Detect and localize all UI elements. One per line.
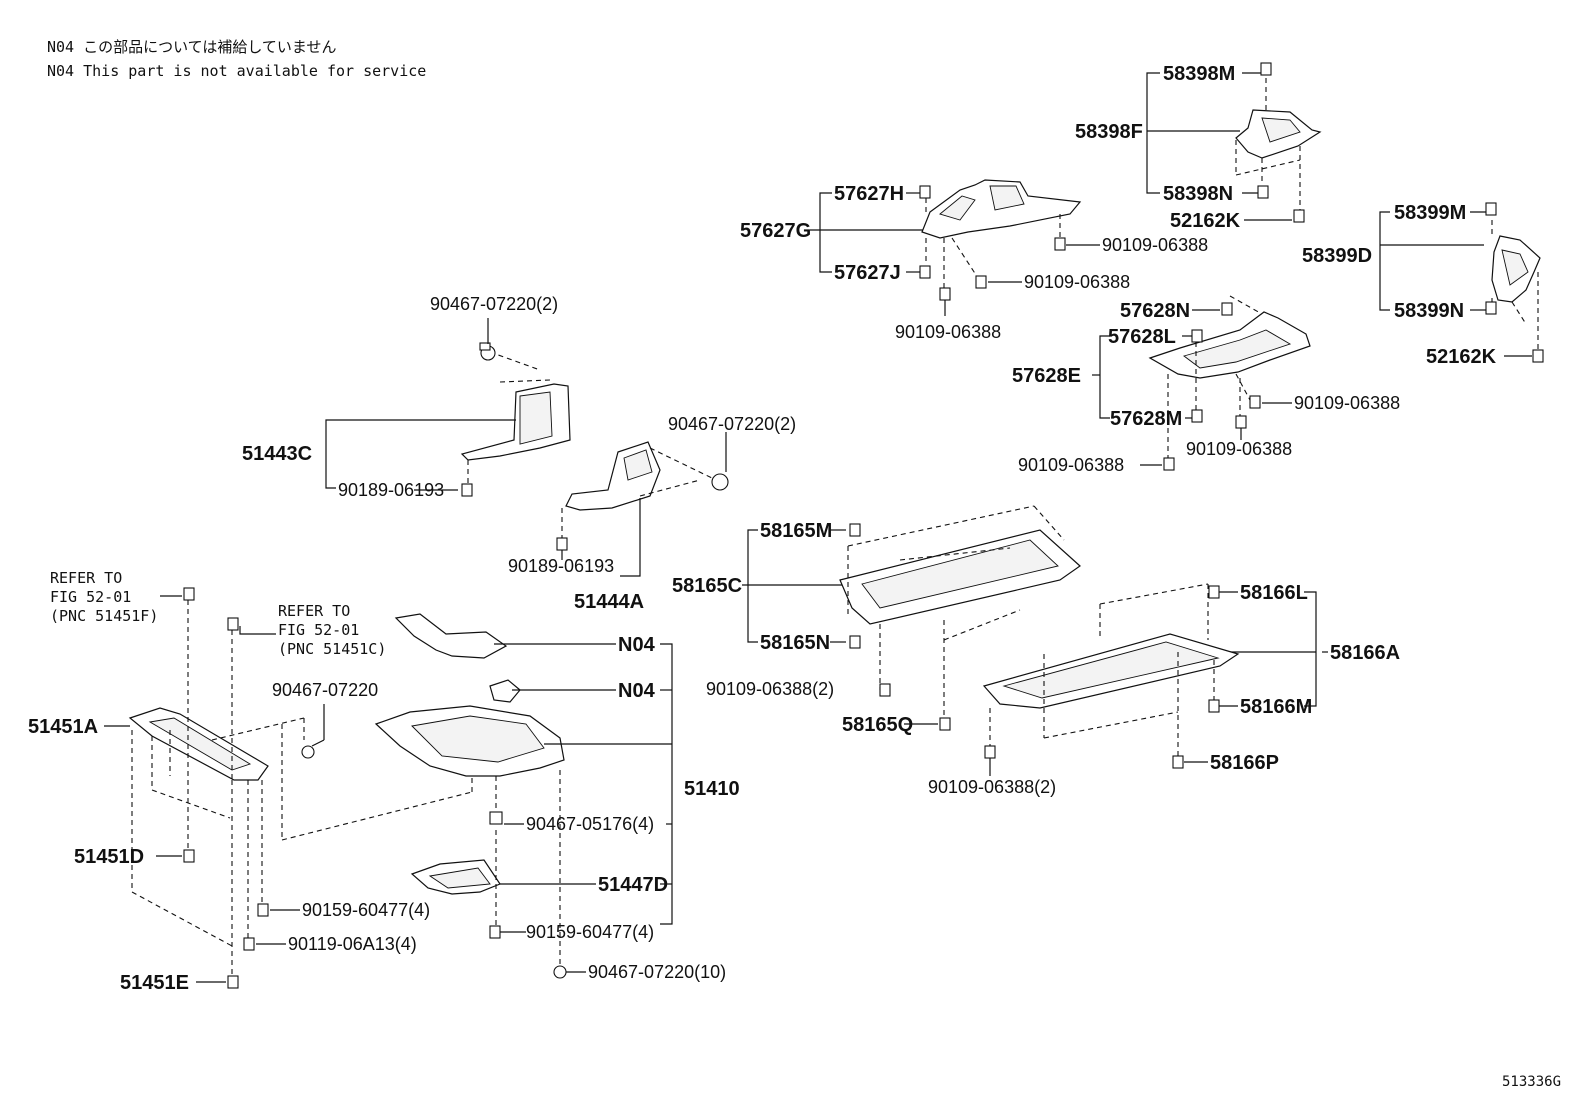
label-58399M: 58399M [1394, 202, 1466, 224]
label-57628M: 57628M [1110, 408, 1182, 430]
label-58166M: 58166M [1240, 696, 1312, 718]
label-90109-h: 90109-06388(2) [928, 777, 1056, 797]
label-58399D: 58399D [1302, 245, 1372, 267]
group-58398F: 58398M 58398F 58398N 52162K [1075, 62, 1322, 232]
label-90159-a: 90159-60477(4) [302, 900, 430, 920]
refer-2-line1: REFER TO [278, 602, 350, 620]
group-58166A: 58166L 58166A 58166M 58166P 90109-06388(… [928, 582, 1400, 797]
label-58165M: 58165M [760, 520, 832, 542]
label-58166A: 58166A [1330, 642, 1400, 664]
label-n04-a: N04 [618, 634, 656, 656]
label-n04-b: N04 [618, 680, 656, 702]
label-51447D: 51447D [598, 874, 668, 896]
note-japanese: N04 この部品については補給していません [47, 38, 336, 56]
part-n04-a-shape [394, 613, 508, 659]
label-51451D: 51451D [74, 846, 144, 868]
label-90467-b: 90467-07220(2) [668, 414, 796, 434]
part-n04-b-shape [489, 679, 521, 703]
label-58399N: 58399N [1394, 300, 1464, 322]
label-58165N: 58165N [760, 632, 830, 654]
group-51444A: 90467-07220(2) 90189-06193 51444A [508, 414, 796, 613]
label-58398F: 58398F [1075, 121, 1143, 143]
label-90159-b: 90159-60477(4) [526, 922, 654, 942]
label-51444A: 51444A [574, 591, 644, 613]
label-51451E: 51451E [120, 972, 189, 994]
label-90119: 90119-06A13(4) [288, 934, 417, 954]
figure-code: 513336G [1502, 1074, 1561, 1090]
label-57627G: 57627G [740, 220, 811, 242]
group-58399D: 58399M 58399D 58399N 52162K [1302, 202, 1544, 368]
label-58398N: 58398N [1163, 183, 1233, 205]
group-57627G: 57627H 57627G 57627J 90109-06388 90109-0… [740, 179, 1208, 342]
label-57628L: 57628L [1108, 326, 1176, 348]
label-51451A: 51451A [28, 716, 98, 738]
group-58165C: 58165M 58165C 58165N 90109-06388(2) 5816… [672, 505, 1081, 736]
refer-1-line2: FIG 52-01 [50, 588, 131, 606]
label-58165Q: 58165Q [842, 714, 913, 736]
label-90467-d: 90467-05176(4) [526, 814, 654, 834]
label-90189-a: 90189-06193 [338, 480, 444, 500]
label-58166P: 58166P [1210, 752, 1279, 774]
label-90109-g: 90109-06388(2) [706, 679, 834, 699]
group-51410: REFER TO FIG 52-01 (PNC 51451F) REFER TO… [28, 569, 740, 994]
group-57628E: 57628N 57628L 57628E 57628M 90109-06388 … [1012, 295, 1400, 475]
label-58166L: 58166L [1240, 582, 1308, 604]
label-90467-a: 90467-07220(2) [430, 294, 558, 314]
label-58398M: 58398M [1163, 63, 1235, 85]
label-90109-c: 90109-06388 [895, 322, 1001, 342]
label-90109-a: 90109-06388 [1102, 235, 1208, 255]
group-51443C: 90467-07220(2) 51443C 90189-06193 [242, 294, 571, 500]
refer-2-line2: FIG 52-01 [278, 621, 359, 639]
label-57628N: 57628N [1120, 300, 1190, 322]
part-51443C-shape [460, 383, 571, 461]
label-52162K-b: 52162K [1426, 346, 1497, 368]
label-90467-e: 90467-07220(10) [588, 962, 726, 982]
label-51443C: 51443C [242, 443, 312, 465]
refer-1-line3: (PNC 51451F) [50, 607, 158, 625]
label-52162K-a: 52162K [1170, 210, 1241, 232]
refer-1-line1: REFER TO [50, 569, 122, 587]
label-90189-b: 90189-06193 [508, 556, 614, 576]
label-57627J: 57627J [834, 262, 901, 284]
label-58165C: 58165C [672, 575, 742, 597]
label-57627H: 57627H [834, 183, 904, 205]
label-90467-c: 90467-07220 [272, 680, 378, 700]
label-51410: 51410 [684, 778, 740, 800]
label-90109-e: 90109-06388 [1186, 439, 1292, 459]
label-90109-d: 90109-06388 [1294, 393, 1400, 413]
refer-2-line3: (PNC 51451C) [278, 640, 386, 658]
label-90109-b: 90109-06388 [1024, 272, 1130, 292]
label-90109-f: 90109-06388 [1018, 455, 1124, 475]
label-57628E: 57628E [1012, 365, 1081, 387]
note-english: N04 This part is not available for servi… [47, 62, 426, 80]
